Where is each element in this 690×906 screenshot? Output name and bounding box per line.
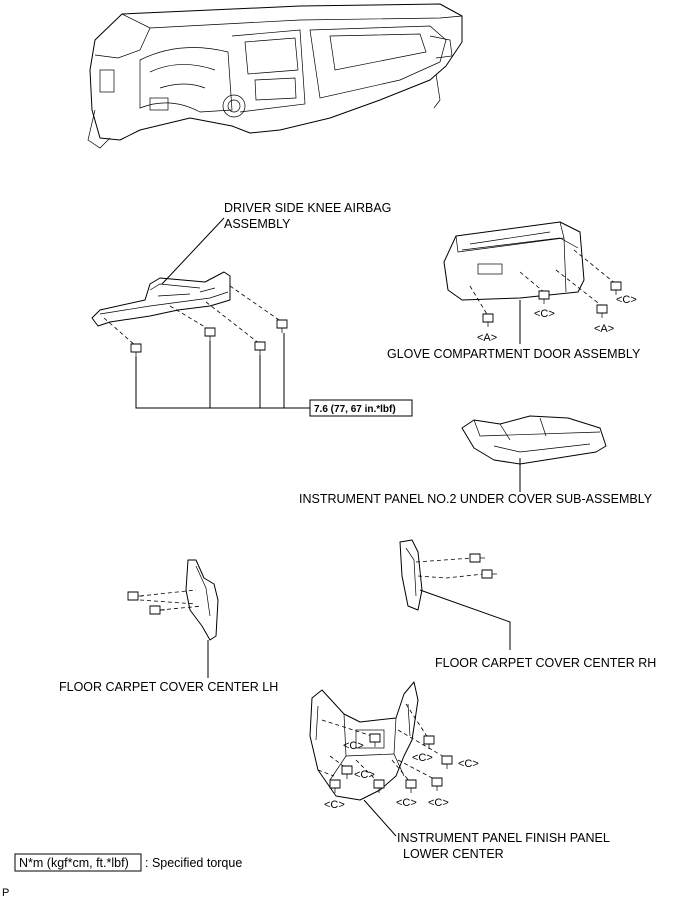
under-cover-label: INSTRUMENT PANEL NO.2 UNDER COVER SUB-AS… — [299, 492, 653, 506]
torque-legend: N*m (kgf*cm, ft.*lbf) : Specified torque — [14, 853, 242, 872]
bolt-icon — [127, 591, 143, 601]
bolt-icon — [481, 569, 497, 579]
carpet-cover-lh-part — [185, 559, 219, 641]
marker-c-8: <C> — [396, 797, 417, 809]
bolt-icon — [373, 779, 385, 793]
finish-panel-leader — [363, 799, 397, 837]
bolt-icon — [482, 313, 494, 327]
glove-compartment-part — [443, 221, 585, 301]
bolt-icon — [423, 735, 435, 749]
bolt-icon — [369, 733, 381, 747]
knee-airbag-leader — [161, 217, 225, 285]
bolt-icon — [405, 779, 417, 793]
bolt-icon — [329, 779, 341, 793]
legend-text: : Specified torque — [145, 856, 242, 870]
torque-leader-lines — [135, 333, 310, 409]
carpet-cover-rh-leader — [419, 589, 511, 650]
bolt-icon — [276, 319, 288, 333]
finish-panel-label-line2: LOWER CENTER — [403, 847, 504, 861]
marker-c-5: <C> — [458, 758, 479, 770]
finish-panel-part — [309, 681, 419, 801]
knee-airbag-label: DRIVER SIDE KNEE AIRBAG — [224, 201, 391, 215]
marker-c-9: <C> — [428, 797, 449, 809]
bolt-icon — [610, 281, 622, 295]
dashboard-illustration — [87, 3, 463, 149]
carpet-cover-lh-label: FLOOR CARPET COVER CENTER LH — [59, 680, 278, 694]
finish-panel-bolts — [317, 703, 453, 793]
torque-spec-box: 7.6 (77, 67 in.*lbf) — [309, 399, 413, 417]
marker-c-6: <C> — [354, 769, 375, 781]
finish-panel-label: INSTRUMENT PANEL FINISH PANEL — [397, 831, 610, 845]
carpet-cover-rh-label: FLOOR CARPET COVER CENTER RH — [435, 656, 656, 670]
marker-c-2: <C> — [616, 294, 637, 306]
bolt-icon — [469, 553, 485, 563]
marker-a-1: <A> — [477, 332, 497, 344]
knee-airbag-label-line2: ASSEMBLY — [224, 217, 291, 231]
carpet-cover-lh-bolts — [127, 589, 203, 615]
legend-unit-box: N*m (kgf*cm, ft.*lbf) — [19, 856, 129, 870]
knee-airbag-part — [91, 271, 231, 327]
bolt-icon — [596, 304, 608, 318]
bolt-icon — [254, 341, 266, 355]
marker-a-2: <A> — [594, 323, 614, 335]
knee-airbag-bolts — [103, 285, 288, 357]
glove-compartment-bolts — [469, 249, 622, 327]
bolt-icon — [149, 605, 165, 615]
bolt-icon — [204, 327, 216, 341]
bolt-icon — [441, 755, 453, 769]
bolt-icon — [341, 765, 353, 779]
marker-c-3: <C> — [343, 740, 364, 752]
marker-c-1: <C> — [534, 308, 555, 320]
bolt-icon — [130, 343, 142, 357]
marker-c-7: <C> — [324, 799, 345, 811]
carpet-cover-rh-part — [399, 539, 423, 611]
carpet-cover-rh-bolts — [415, 553, 497, 579]
bolt-icon — [431, 777, 443, 791]
corner-code: P — [2, 887, 9, 899]
bolt-icon — [538, 290, 550, 304]
torque-value: 7.6 (77, 67 in.*lbf) — [314, 404, 396, 415]
glove-compartment-label: GLOVE COMPARTMENT DOOR ASSEMBLY — [387, 347, 641, 361]
under-cover-part — [461, 415, 607, 465]
marker-c-4: <C> — [412, 752, 433, 764]
